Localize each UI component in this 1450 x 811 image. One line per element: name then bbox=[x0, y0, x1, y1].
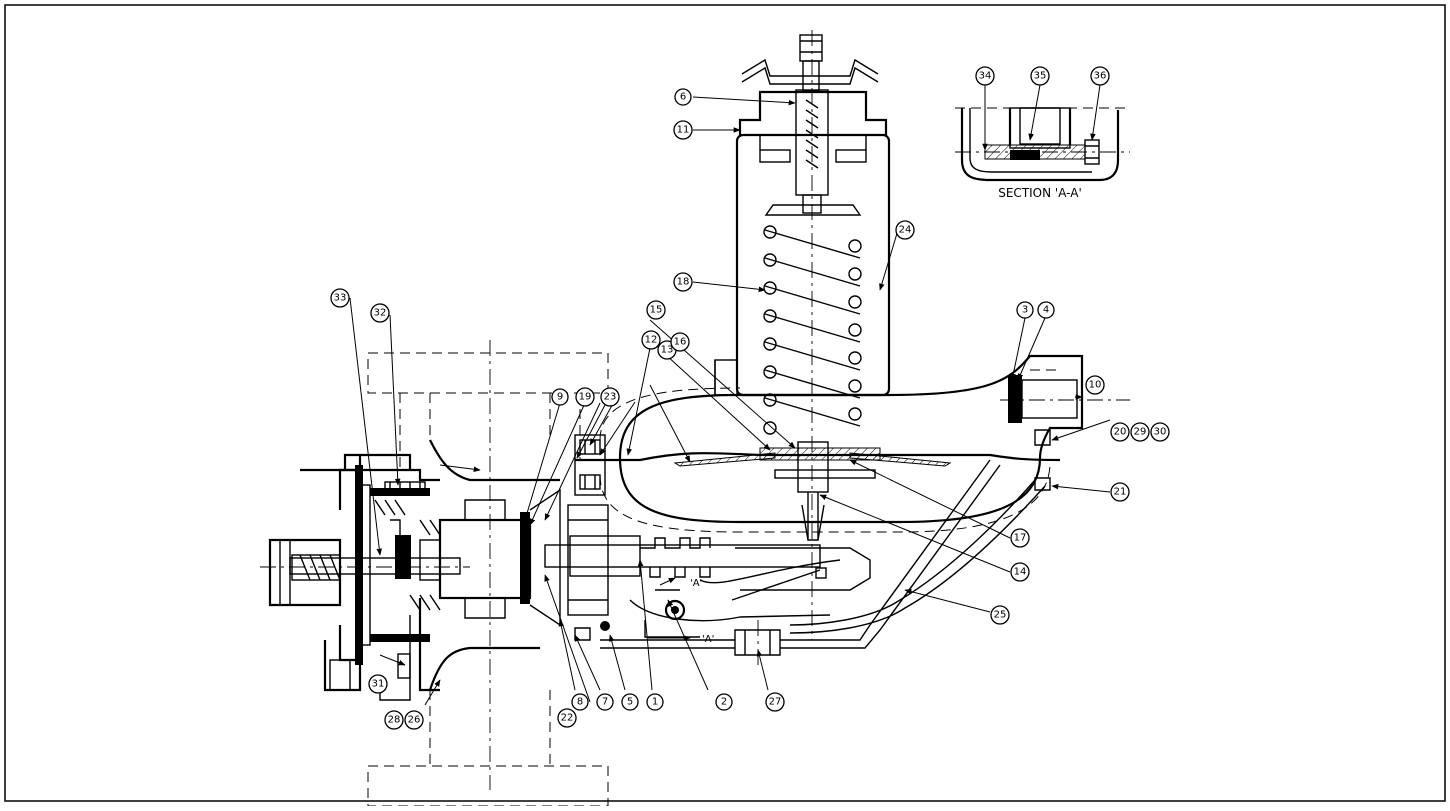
callout-10: 10 bbox=[1085, 375, 1105, 395]
leader-lines bbox=[349, 84, 1111, 706]
callout-3: 3 bbox=[1016, 301, 1034, 319]
adjusting-stem bbox=[741, 30, 879, 640]
callout-31: 31 bbox=[368, 674, 388, 694]
svg-text:18: 18 bbox=[677, 277, 690, 288]
svg-text:23: 23 bbox=[604, 392, 617, 403]
callout-23: 23 bbox=[600, 387, 620, 407]
callout-27: 27 bbox=[765, 692, 785, 712]
callout-33: 33 bbox=[330, 288, 350, 308]
svg-text:31: 31 bbox=[372, 679, 385, 690]
svg-text:10: 10 bbox=[1089, 380, 1102, 391]
casing-flange-bolts bbox=[567, 434, 609, 616]
callout-7: 7 bbox=[596, 693, 614, 711]
svg-text:9: 9 bbox=[557, 392, 563, 403]
callout-8: 8 bbox=[571, 693, 589, 711]
callout-15: 15 bbox=[646, 300, 666, 320]
svg-text:30: 30 bbox=[1154, 427, 1167, 438]
svg-text:34: 34 bbox=[979, 71, 992, 82]
svg-text:13: 13 bbox=[661, 345, 674, 356]
callout-26: 26 bbox=[404, 710, 424, 730]
valve-body bbox=[300, 340, 609, 807]
svg-text:28: 28 bbox=[388, 715, 401, 726]
svg-text:32: 32 bbox=[374, 308, 387, 319]
svg-text:26: 26 bbox=[408, 715, 421, 726]
callout-9: 9 bbox=[551, 388, 569, 406]
callout-17: 17 bbox=[1010, 528, 1030, 548]
section-a-a-inset: SECTION 'A-A' bbox=[955, 107, 1130, 200]
callout-24: 24 bbox=[895, 220, 915, 240]
svg-text:33: 33 bbox=[334, 293, 347, 304]
callout-20: 20 bbox=[1110, 422, 1130, 442]
callout-2: 2 bbox=[715, 693, 733, 711]
callout-11: 11 bbox=[673, 120, 693, 140]
section-mark-upper: 'A' bbox=[690, 578, 702, 589]
callout-32: 32 bbox=[370, 303, 390, 323]
callout-18: 18 bbox=[673, 272, 693, 292]
svg-text:7: 7 bbox=[602, 697, 608, 708]
callout-12: 12 bbox=[641, 330, 661, 350]
svg-text:35: 35 bbox=[1034, 71, 1047, 82]
svg-text:12: 12 bbox=[645, 335, 658, 346]
svg-text:36: 36 bbox=[1094, 71, 1107, 82]
callout-16: 16 bbox=[670, 332, 690, 352]
callout-21: 21 bbox=[1110, 482, 1130, 502]
callout-6: 6 bbox=[674, 88, 692, 106]
svg-text:16: 16 bbox=[674, 337, 687, 348]
drawing-frame bbox=[4, 4, 1446, 802]
callout-5: 5 bbox=[621, 693, 639, 711]
callout-4: 4 bbox=[1037, 301, 1055, 319]
callout-34: 34 bbox=[975, 66, 995, 86]
callout-35: 35 bbox=[1030, 66, 1050, 86]
callout-36: 36 bbox=[1090, 66, 1110, 86]
svg-text:8: 8 bbox=[577, 697, 583, 708]
svg-text:14: 14 bbox=[1014, 567, 1027, 578]
svg-text:1: 1 bbox=[652, 697, 658, 708]
main-spring bbox=[763, 225, 862, 435]
svg-text:3: 3 bbox=[1022, 305, 1028, 316]
svg-text:6: 6 bbox=[680, 92, 686, 103]
svg-text:22: 22 bbox=[561, 713, 574, 724]
svg-text:5: 5 bbox=[627, 697, 633, 708]
svg-text:24: 24 bbox=[899, 225, 912, 236]
section-mark-lower: 'A' bbox=[702, 634, 714, 645]
svg-text:17: 17 bbox=[1014, 533, 1027, 544]
svg-text:4: 4 bbox=[1043, 305, 1049, 316]
diaphragm-casing bbox=[599, 354, 1130, 533]
svg-text:25: 25 bbox=[994, 610, 1007, 621]
svg-text:2: 2 bbox=[721, 697, 727, 708]
callout-14: 14 bbox=[1010, 562, 1030, 582]
callout-30: 30 bbox=[1150, 422, 1170, 442]
svg-text:11: 11 bbox=[677, 125, 690, 136]
callout-19: 19 bbox=[575, 387, 595, 407]
section-title: SECTION 'A-A' bbox=[998, 186, 1082, 200]
section-marks: 'A' 'A' bbox=[648, 577, 714, 645]
valve-stem-and-lever bbox=[544, 459, 1001, 670]
svg-text:20: 20 bbox=[1114, 427, 1127, 438]
callout-22: 22 bbox=[557, 708, 577, 728]
callout-29: 29 bbox=[1130, 422, 1150, 442]
callout-1: 1 bbox=[646, 693, 664, 711]
callout-28: 28 bbox=[384, 710, 404, 730]
svg-text:19: 19 bbox=[579, 392, 592, 403]
svg-text:21: 21 bbox=[1114, 487, 1127, 498]
svg-text:15: 15 bbox=[650, 305, 663, 316]
diaphragm bbox=[575, 441, 1061, 541]
svg-text:27: 27 bbox=[769, 697, 782, 708]
callout-25: 25 bbox=[990, 605, 1010, 625]
svg-text:29: 29 bbox=[1134, 427, 1147, 438]
sense-tube bbox=[789, 479, 1046, 634]
left-cap-assembly bbox=[260, 455, 470, 692]
